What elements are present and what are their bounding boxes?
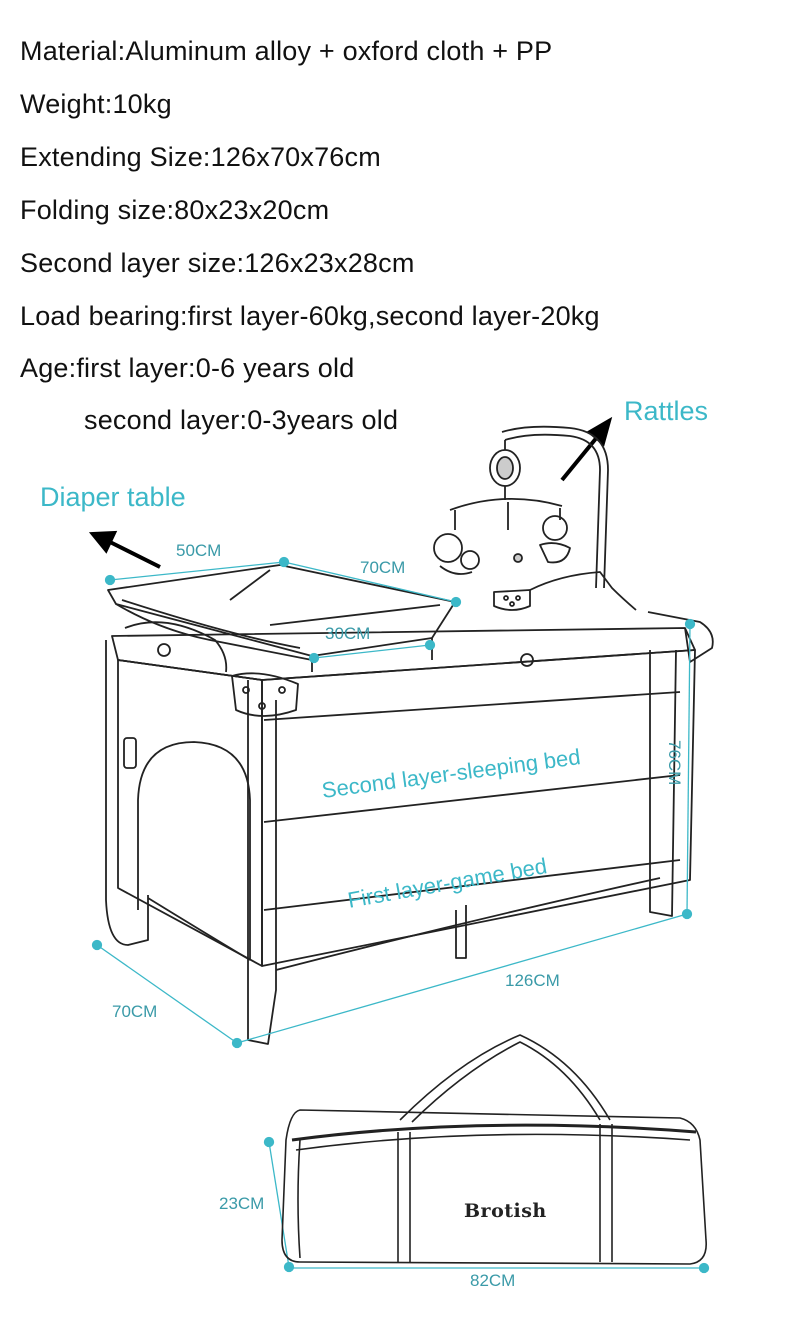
crib-drawing [105, 611, 714, 1045]
spec-load-bearing: Load bearing:first layer-60kg,second lay… [20, 301, 600, 331]
dim-table-inner: 30CM [325, 624, 371, 643]
spec-extending-size: Extending Size:126x70x76cm [20, 142, 381, 172]
diaper-table-drawing [107, 564, 456, 672]
dim-table-width: 70CM [360, 558, 406, 577]
rattles-drawing [433, 425, 637, 611]
spec-age-second: second layer:0-3years old [84, 405, 399, 435]
dim-bag-height: 23CM [219, 1194, 265, 1213]
carry-bag-drawing [281, 1034, 707, 1265]
dim-depth: 70CM [112, 1002, 158, 1021]
bag-brand-logo: Brotish [464, 1200, 547, 1222]
spec-weight: Weight:10kg [20, 89, 172, 119]
spec-age-first: Age:first layer:0-6 years old [20, 353, 355, 383]
spec-second-layer-size: Second layer size:126x23x28cm [20, 248, 415, 278]
dim-bag-length: 82CM [470, 1271, 516, 1290]
spec-material: Material:Aluminum alloy + oxford cloth +… [20, 36, 553, 66]
diaper-arrow [88, 530, 161, 569]
rattles-label: Rattles [624, 396, 709, 426]
rattles-arrow [560, 416, 613, 482]
dimension-lines [91, 556, 710, 1274]
spec-folding-size: Folding size:80x23x20cm [20, 195, 330, 225]
dim-length: 126CM [505, 971, 560, 990]
dim-height: 76CM [665, 740, 684, 786]
diaper-table-label: Diaper table [40, 482, 186, 512]
dim-table-depth: 50CM [176, 541, 222, 560]
